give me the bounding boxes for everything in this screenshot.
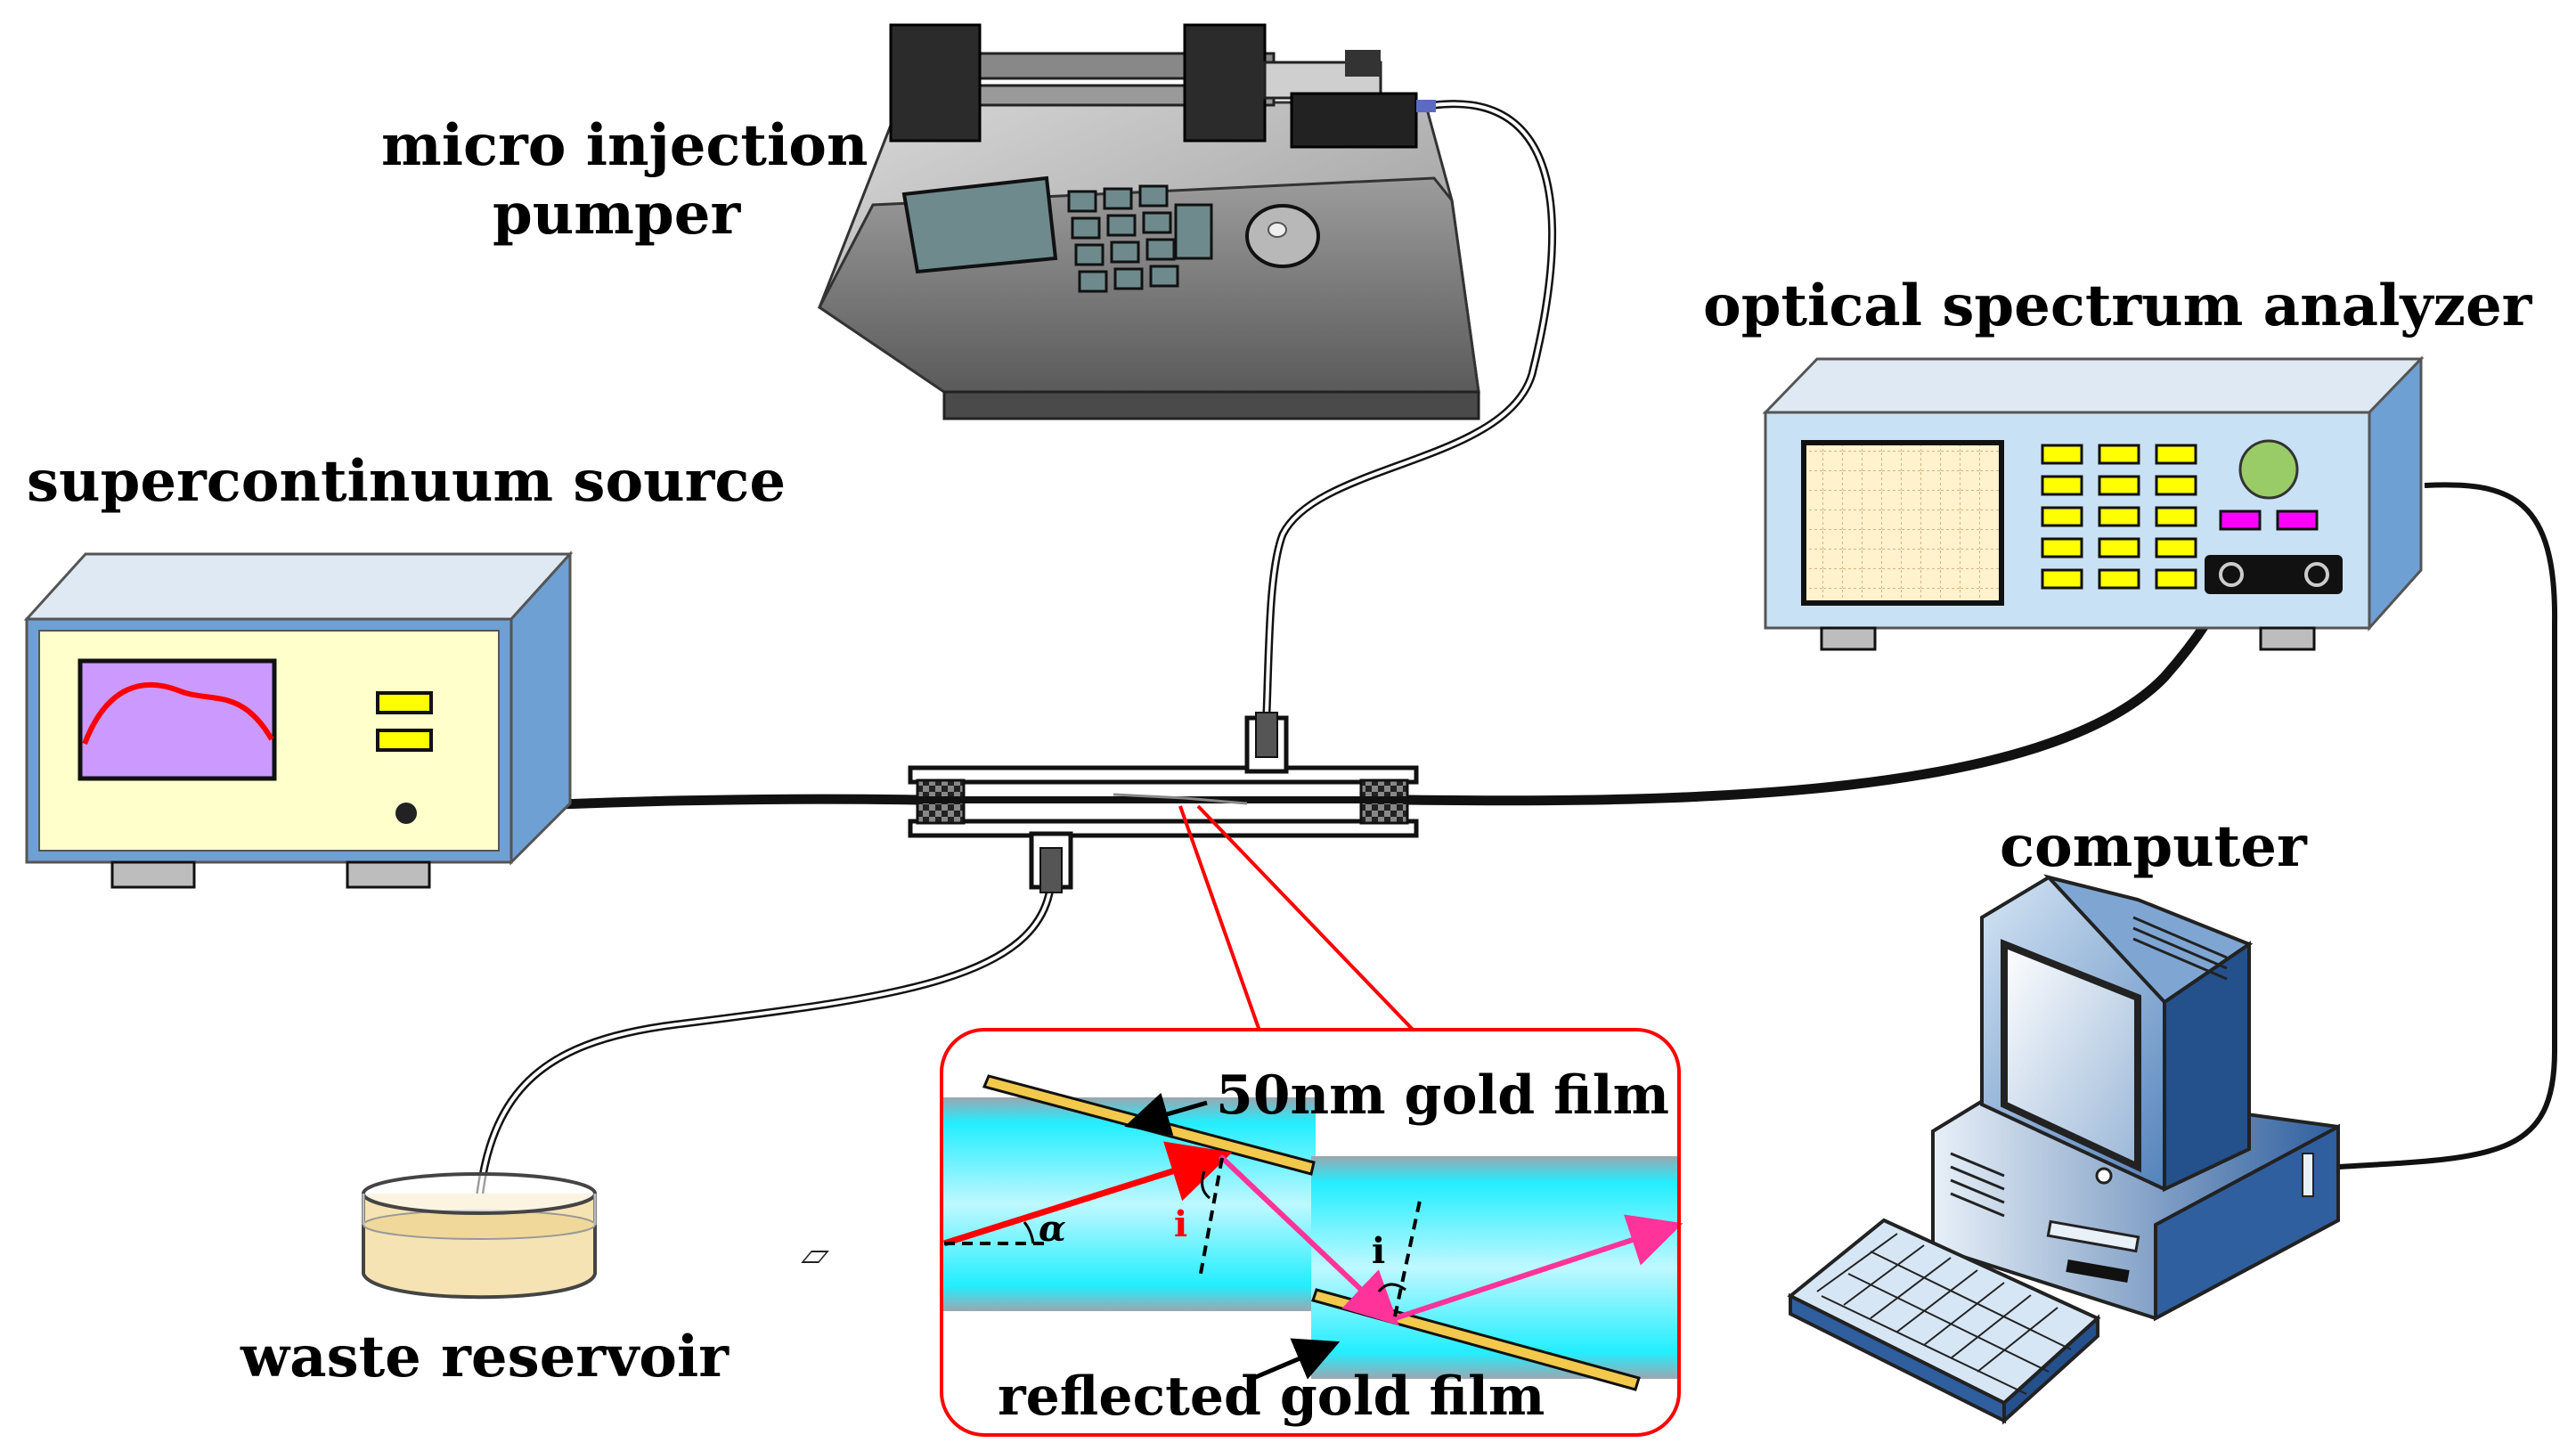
sc-source-label: supercontinuum source <box>27 448 786 515</box>
incidence-angle-label-1: i <box>1174 1203 1187 1245</box>
source-output-port <box>395 803 417 824</box>
osa-label: optical spectrum analyzer <box>1703 273 2533 339</box>
zoom-border <box>940 1028 1681 1437</box>
angle-arc-alpha <box>1023 1221 1035 1244</box>
waste-label: waste reservoir <box>240 1324 730 1390</box>
micro-pump-label-line2: pumper <box>493 181 741 248</box>
zoom-inset: i i α <box>940 1028 1683 1437</box>
angle-arc-1 <box>1201 1170 1211 1200</box>
osa-input-port-panel <box>2205 555 2343 594</box>
osa-buttons <box>2041 444 2197 590</box>
outlet-connector <box>1039 847 1063 893</box>
source-foot-right <box>346 860 431 889</box>
pump-keypad <box>1067 184 1213 293</box>
spectrum-curve <box>82 681 274 746</box>
osa-knob <box>2238 439 2299 500</box>
reflected-film-label: reflected gold film <box>998 1365 1545 1428</box>
osa-screen <box>1801 440 2004 606</box>
osa-magenta-button-1 <box>2219 509 2262 531</box>
gold-film-arrow <box>1124 1092 1208 1136</box>
incident-ray <box>942 1141 1233 1247</box>
output-fiber <box>1406 576 2236 806</box>
source-button-2 <box>376 729 433 752</box>
pump-block-left <box>889 23 982 143</box>
labels: micro injection pumper optical spectrum … <box>27 112 2533 1428</box>
computer <box>801 874 2340 1425</box>
source-button-1 <box>376 691 433 714</box>
osa-computer-cable <box>2337 482 2558 1170</box>
spectrum-screen <box>77 658 277 781</box>
reflected-film-arrow <box>1251 1338 1341 1382</box>
reflected-ray-1 <box>1218 1153 1399 1326</box>
pump-display <box>901 175 1058 274</box>
osa-magenta-button-2 <box>2276 509 2319 531</box>
reflected-ray-2 <box>1394 1214 1683 1321</box>
gold-film-label: 50nm gold film <box>1216 1064 1669 1127</box>
osa-foot-right <box>2259 626 2316 651</box>
supercontinuum-source <box>23 550 574 889</box>
source-foot-left <box>110 860 196 889</box>
computer-label: computer <box>2000 813 2308 880</box>
incidence-angle-label-2: i <box>1372 1230 1385 1272</box>
inlet-connector <box>1255 712 1278 758</box>
normal-line-1 <box>1198 1157 1224 1279</box>
sensor-housing <box>908 712 1419 893</box>
zoom-indicator <box>1178 804 1418 1035</box>
monitor-screen <box>2001 939 2141 1173</box>
pump-block-right <box>1183 23 1267 143</box>
cables <box>405 100 2558 1239</box>
waste-reservoir <box>362 1172 597 1300</box>
left-channel <box>942 1097 1316 1311</box>
micro-pump-label-line1: micro injection <box>381 112 868 179</box>
micro-injection-pump <box>818 23 1480 420</box>
angle-arc-2 <box>1377 1283 1406 1292</box>
syringe <box>1263 61 1382 100</box>
tilt-angle-label: α <box>1039 1208 1066 1250</box>
optical-spectrum-analyzer <box>1762 355 2425 651</box>
osa-foot-left <box>1820 626 1877 651</box>
normal-line-2 <box>1393 1200 1422 1317</box>
